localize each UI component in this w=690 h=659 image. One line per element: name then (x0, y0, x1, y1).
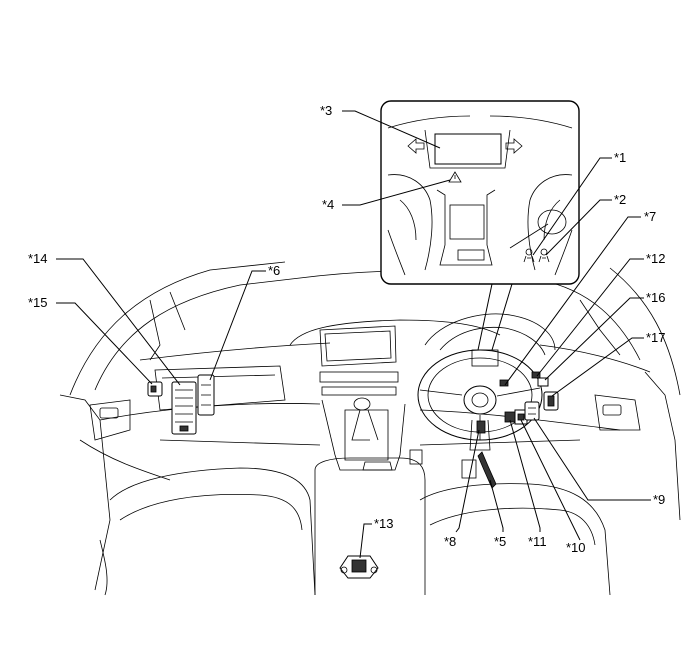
part-9-switch (524, 401, 540, 421)
part-15-connector (147, 381, 163, 397)
callout-15: *15 (28, 295, 48, 310)
callout-1: *1 (614, 150, 626, 165)
inset-connector-lines (471, 283, 513, 367)
callout-13: *13 (374, 516, 394, 531)
part-7-connector (499, 379, 509, 387)
leader-lines (56, 110, 651, 559)
callout-3: *3 (320, 103, 332, 118)
turn-signal-right-arrow-icon (505, 138, 523, 154)
part-14-ecu (171, 381, 197, 435)
callout-8: *8 (444, 534, 456, 549)
part-10-connector (514, 409, 528, 425)
part-5-harness (477, 451, 497, 489)
callout-17: *17 (646, 330, 666, 345)
part-17-sensor (543, 391, 559, 411)
callout-5: *5 (494, 534, 506, 549)
combination-meter-inset (380, 100, 580, 285)
callout-labels: *1 *2 *3 *4 *5 *6 *7 *8 *9 *10 *11 *12 *… (28, 103, 666, 555)
part-16-connector (537, 377, 549, 387)
airbag-indicator-icon (523, 248, 550, 263)
part-12-connector (531, 371, 541, 379)
callout-11: *11 (528, 534, 547, 549)
turn-signal-left-arrow-icon (407, 138, 425, 154)
part-6-module (197, 374, 215, 416)
callout-16: *16 (646, 290, 666, 305)
part-13-sensor (339, 555, 379, 579)
callout-7: *7 (644, 209, 656, 224)
callout-14: *14 (28, 251, 48, 266)
callout-4: *4 (322, 197, 334, 212)
part-8-connector (476, 420, 486, 434)
warning-triangle-icon (448, 171, 462, 183)
callout-6: *6 (268, 263, 280, 278)
callout-9: *9 (653, 492, 665, 507)
callout-10: *10 (566, 540, 586, 555)
vehicle-interior-drawing (59, 261, 681, 596)
callout-12: *12 (646, 251, 666, 266)
components (147, 371, 559, 579)
callout-2: *2 (614, 192, 626, 207)
